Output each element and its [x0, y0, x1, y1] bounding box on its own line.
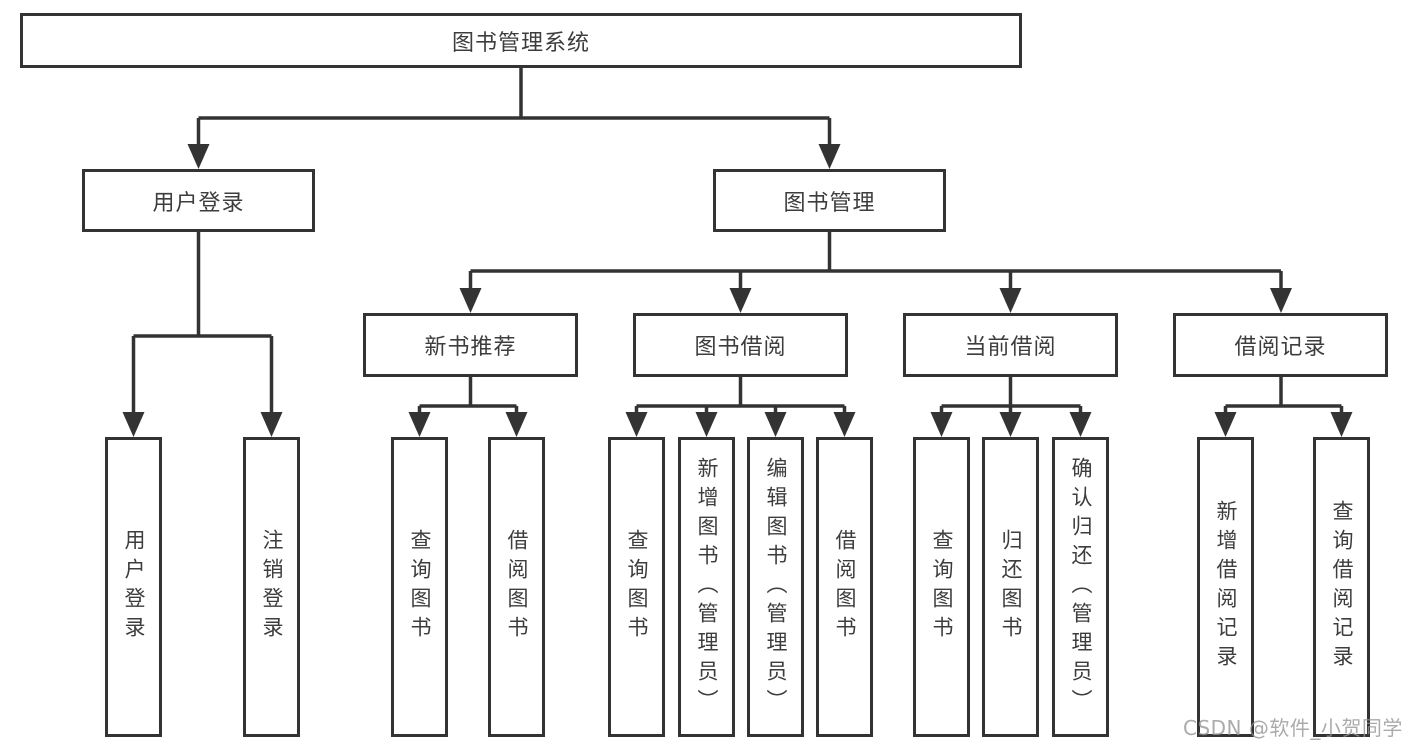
node-label: 编辑图书（管理员）	[764, 456, 788, 718]
node-label: 新增借阅记录	[1214, 500, 1238, 674]
leaf-borrowing-add-books-admin: 新增图书（管理员）	[678, 437, 735, 737]
node-label: 用户登录	[122, 529, 146, 645]
node-borrowing-records: 借阅记录	[1173, 313, 1388, 377]
node-label: 查询借阅记录	[1330, 500, 1354, 674]
node-label: 确认归还（管理员）	[1069, 456, 1093, 718]
node-label: 图书借阅	[694, 335, 787, 360]
leaf-records-add-record: 新增借阅记录	[1197, 437, 1254, 737]
leaf-current-confirm-return-admin: 确认归还（管理员）	[1052, 437, 1109, 737]
leaf-current-query-books: 查询图书	[913, 437, 970, 737]
leaf-records-query-record: 查询借阅记录	[1313, 437, 1370, 737]
watermark: CSDN @软件_小贺同学	[1183, 716, 1403, 740]
node-label: 归还图书	[999, 529, 1023, 645]
node-library-management-system: 图书管理系统	[20, 13, 1022, 68]
node-label: 查询图书	[408, 529, 432, 645]
node-label: 查询图书	[930, 529, 954, 645]
node-label: 图书管理	[783, 190, 876, 216]
node-label: 借阅图书	[505, 529, 529, 645]
node-label: 图书管理系统	[451, 30, 590, 56]
node-label: 注销登录	[260, 529, 284, 645]
node-new-book-recommendation: 新书推荐	[363, 313, 578, 377]
leaf-logout: 注销登录	[243, 437, 300, 737]
leaf-borrowing-query-books: 查询图书	[608, 437, 665, 737]
node-label: 借阅记录	[1234, 335, 1327, 360]
node-current-borrowing: 当前借阅	[903, 313, 1118, 377]
node-label: 当前借阅	[964, 335, 1057, 360]
leaf-user-login: 用户登录	[105, 437, 162, 737]
node-book-management: 图书管理	[713, 169, 946, 232]
leaf-new-books-query-books: 查询图书	[391, 437, 448, 737]
leaf-borrowing-edit-books-admin: 编辑图书（管理员）	[747, 437, 804, 737]
leaf-borrowing-borrow-books: 借阅图书	[816, 437, 873, 737]
node-book-borrowing: 图书借阅	[633, 313, 848, 377]
leaf-new-books-borrow-books: 借阅图书	[488, 437, 545, 737]
node-label: 用户登录	[152, 190, 245, 216]
node-label: 借阅图书	[833, 529, 857, 645]
node-user-login: 用户登录	[82, 169, 315, 232]
node-label: 新增图书（管理员）	[695, 456, 719, 718]
node-label: 新书推荐	[424, 335, 517, 360]
node-label: 查询图书	[625, 529, 649, 645]
leaf-current-return-books: 归还图书	[982, 437, 1039, 737]
